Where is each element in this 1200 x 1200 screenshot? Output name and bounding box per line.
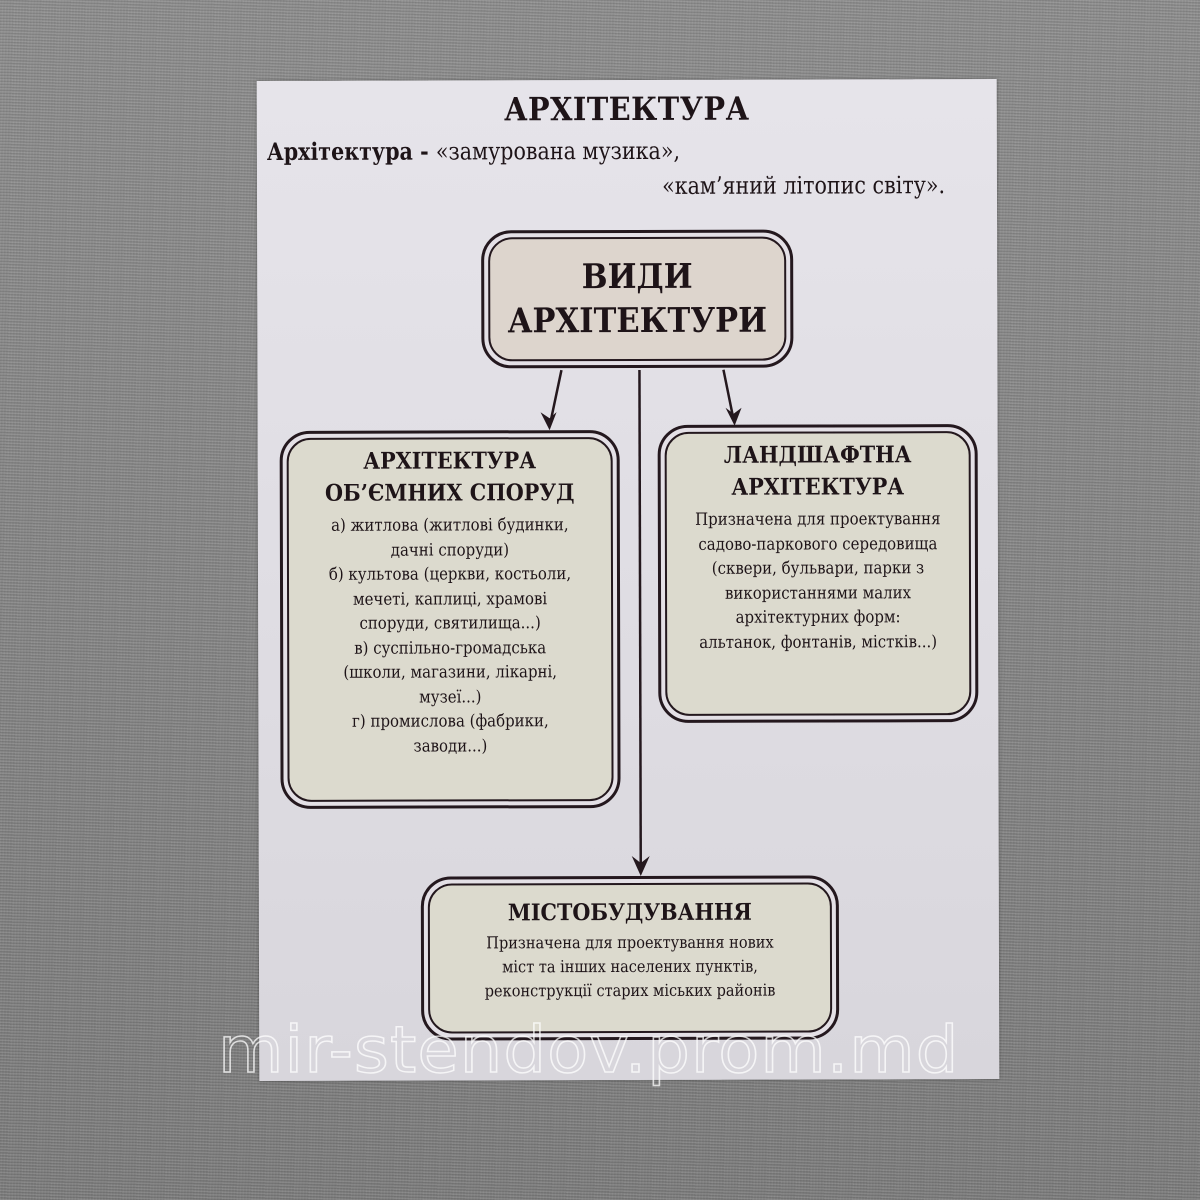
types-of-architecture-box: ВИДИ АРХІТЕКТУРИ	[481, 229, 794, 369]
types-heading-line-1: ВИДИ	[581, 256, 693, 298]
quote-line-2: «кам’яний літопис світу».	[661, 171, 946, 200]
text-line: споруди, святилища...)	[359, 613, 541, 634]
quote-line-1: Архітектура - «замурована музика»,	[267, 136, 680, 166]
text-line: альтанок, фонтанів, містків...)	[699, 631, 938, 653]
arrow-to-right-box	[722, 369, 735, 420]
volumetric-description: а) житлова (житлові будинки, дачні спору…	[308, 509, 592, 759]
text-line: дачні споруди)	[390, 539, 510, 561]
watermark: mir-stendov.prom.md	[217, 1013, 960, 1089]
arrowhead-down-icon	[631, 855, 650, 876]
arrow-to-bottom-box	[638, 369, 643, 870]
arrow-to-left-box	[548, 369, 563, 427]
landscape-architecture-box: ЛАНДШАФТНА АРХІТЕКТУРА Призначена для пр…	[657, 424, 979, 723]
urban-planning-description: Призначена для проектування нових міст т…	[454, 929, 806, 1004]
volumetric-heading-line-1: АРХІТЕКТУРА	[363, 447, 537, 475]
text-line: г) промислова (фабрики,	[352, 711, 549, 732]
text-line: Призначена для проектування нових	[486, 932, 774, 953]
quote-text-1: «замурована музика»,	[435, 136, 681, 166]
text-line: архітектурних форм:	[735, 607, 901, 628]
text-line: а) житлова (житлові будинки,	[331, 515, 569, 536]
volumetric-heading-line-2: ОБ’ЄМНИХ СПОРУД	[324, 479, 575, 507]
arrowhead-right-icon	[725, 407, 742, 426]
text-line: (школи, магазини, лікарні,	[343, 662, 558, 683]
text-line: міст та інших населених пунктів,	[502, 956, 758, 977]
text-line: реконструкції старих міських районів	[484, 980, 776, 1001]
volumetric-heading: АРХІТЕКТУРА ОБ’ЄМНИХ СПОРУД	[305, 439, 595, 510]
text-line: використаннями малих	[724, 582, 912, 604]
text-line: садово-паркового середовища	[698, 533, 938, 555]
landscape-description: Призначена для проектування садово-парко…	[685, 503, 951, 655]
text-line: (сквери, бульвари, парки з	[711, 558, 925, 579]
quote-term: Архітектура	[266, 136, 413, 166]
poster-board: АРХІТЕКТУРА Архітектура - «замурована му…	[256, 79, 1000, 1081]
text-line: мечеті, каплиці, храмові	[352, 588, 548, 610]
text-line: Призначена для проектування	[695, 509, 941, 530]
poster-title: АРХІТЕКТУРА	[504, 89, 750, 129]
text-line: музеї...)	[419, 686, 482, 708]
volumetric-architecture-box: АРХІТЕКТУРА ОБ’ЄМНИХ СПОРУД а) житлова (…	[279, 430, 621, 809]
text-line: б) культова (церкви, костьоли,	[328, 564, 572, 585]
urban-planning-heading: МІСТОБУДУВАННЯ	[507, 898, 752, 927]
text-line: заводи...)	[413, 735, 488, 757]
landscape-heading: ЛАНДШАФТНА АРХІТЕКТУРА	[682, 433, 954, 504]
types-heading: ВИДИ АРХІТЕКТУРИ	[505, 239, 770, 344]
landscape-heading-line-2: АРХІТЕКТУРА	[731, 473, 905, 501]
landscape-heading-line-1: ЛАНДШАФТНА	[723, 441, 912, 469]
types-heading-line-2: АРХІТЕКТУРИ	[507, 300, 768, 342]
quote-separator: -	[412, 136, 436, 166]
text-line: в) суспільно-громадська	[354, 637, 547, 659]
arrowhead-left-icon	[540, 412, 557, 431]
